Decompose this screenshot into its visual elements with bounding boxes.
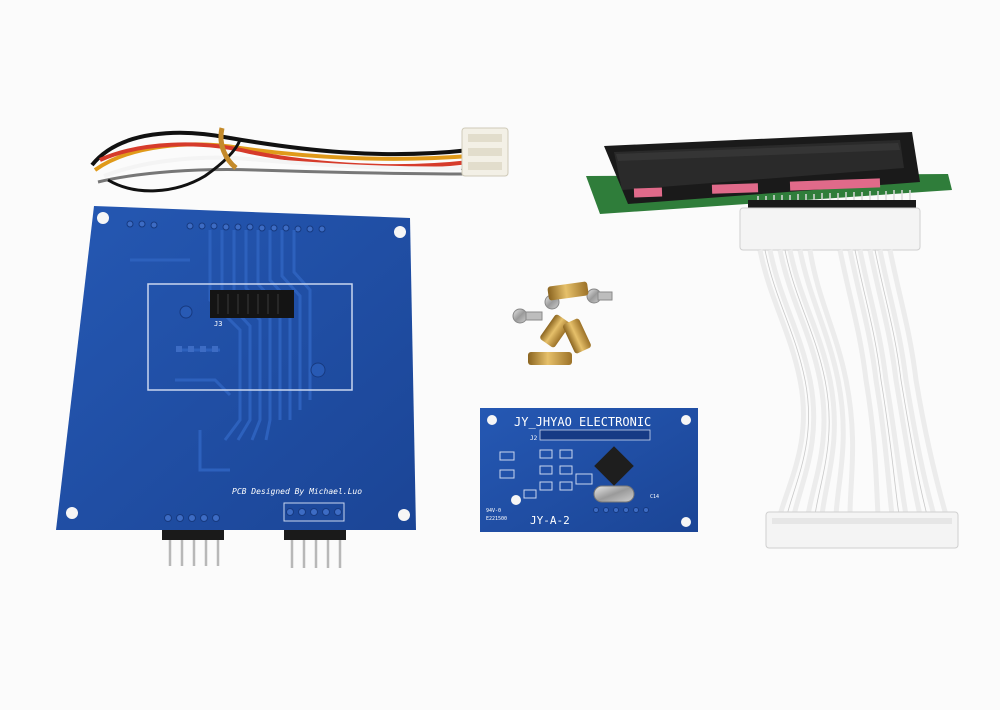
mounting-hole (66, 507, 78, 519)
mounting-hole (97, 212, 109, 224)
ul-marking: 94V-0 (486, 508, 501, 514)
brass-standoff-icon (540, 314, 570, 348)
board-connector (210, 290, 294, 318)
component-outlines (499, 449, 593, 499)
mounting-hole (394, 226, 406, 238)
ribbon-bottom-connector (765, 511, 959, 549)
credit-silkscreen: PCB Designed By Michael.Luo (232, 487, 362, 496)
ribbon-top-connector (739, 207, 921, 251)
screw-icon (586, 288, 613, 304)
ribbon-cable-icon (739, 207, 959, 549)
small-pcb: JY_JHYAO ELECTRONIC J2 94V-0 E221500 C14… (480, 408, 698, 532)
wire-harness-icon (90, 127, 509, 193)
ic-chip (594, 446, 634, 486)
lcd-outline-silkscreen (147, 283, 353, 391)
brass-standoff-icon (547, 281, 589, 301)
hardware-pile (512, 281, 613, 365)
connector-label: J2 (530, 435, 538, 442)
component-marking: C14 (650, 494, 659, 500)
connector-designator: J3 (214, 320, 222, 328)
brand-silkscreen: JY_JHYAO ELECTRONIC (514, 415, 651, 429)
lot-marking: E221500 (486, 516, 507, 522)
crystal-oscillator-icon (593, 485, 635, 503)
brass-standoff-icon (563, 318, 591, 354)
lcd-module-icon (586, 132, 952, 214)
brass-standoff-icon (528, 352, 572, 365)
mounting-hole (398, 509, 410, 521)
model-silkscreen: JY-A-2 (530, 514, 570, 527)
main-pcb: J3 PCB Designed By Michael.Luo (56, 206, 416, 530)
header-pad-row (126, 220, 326, 233)
screw-icon (512, 308, 543, 324)
